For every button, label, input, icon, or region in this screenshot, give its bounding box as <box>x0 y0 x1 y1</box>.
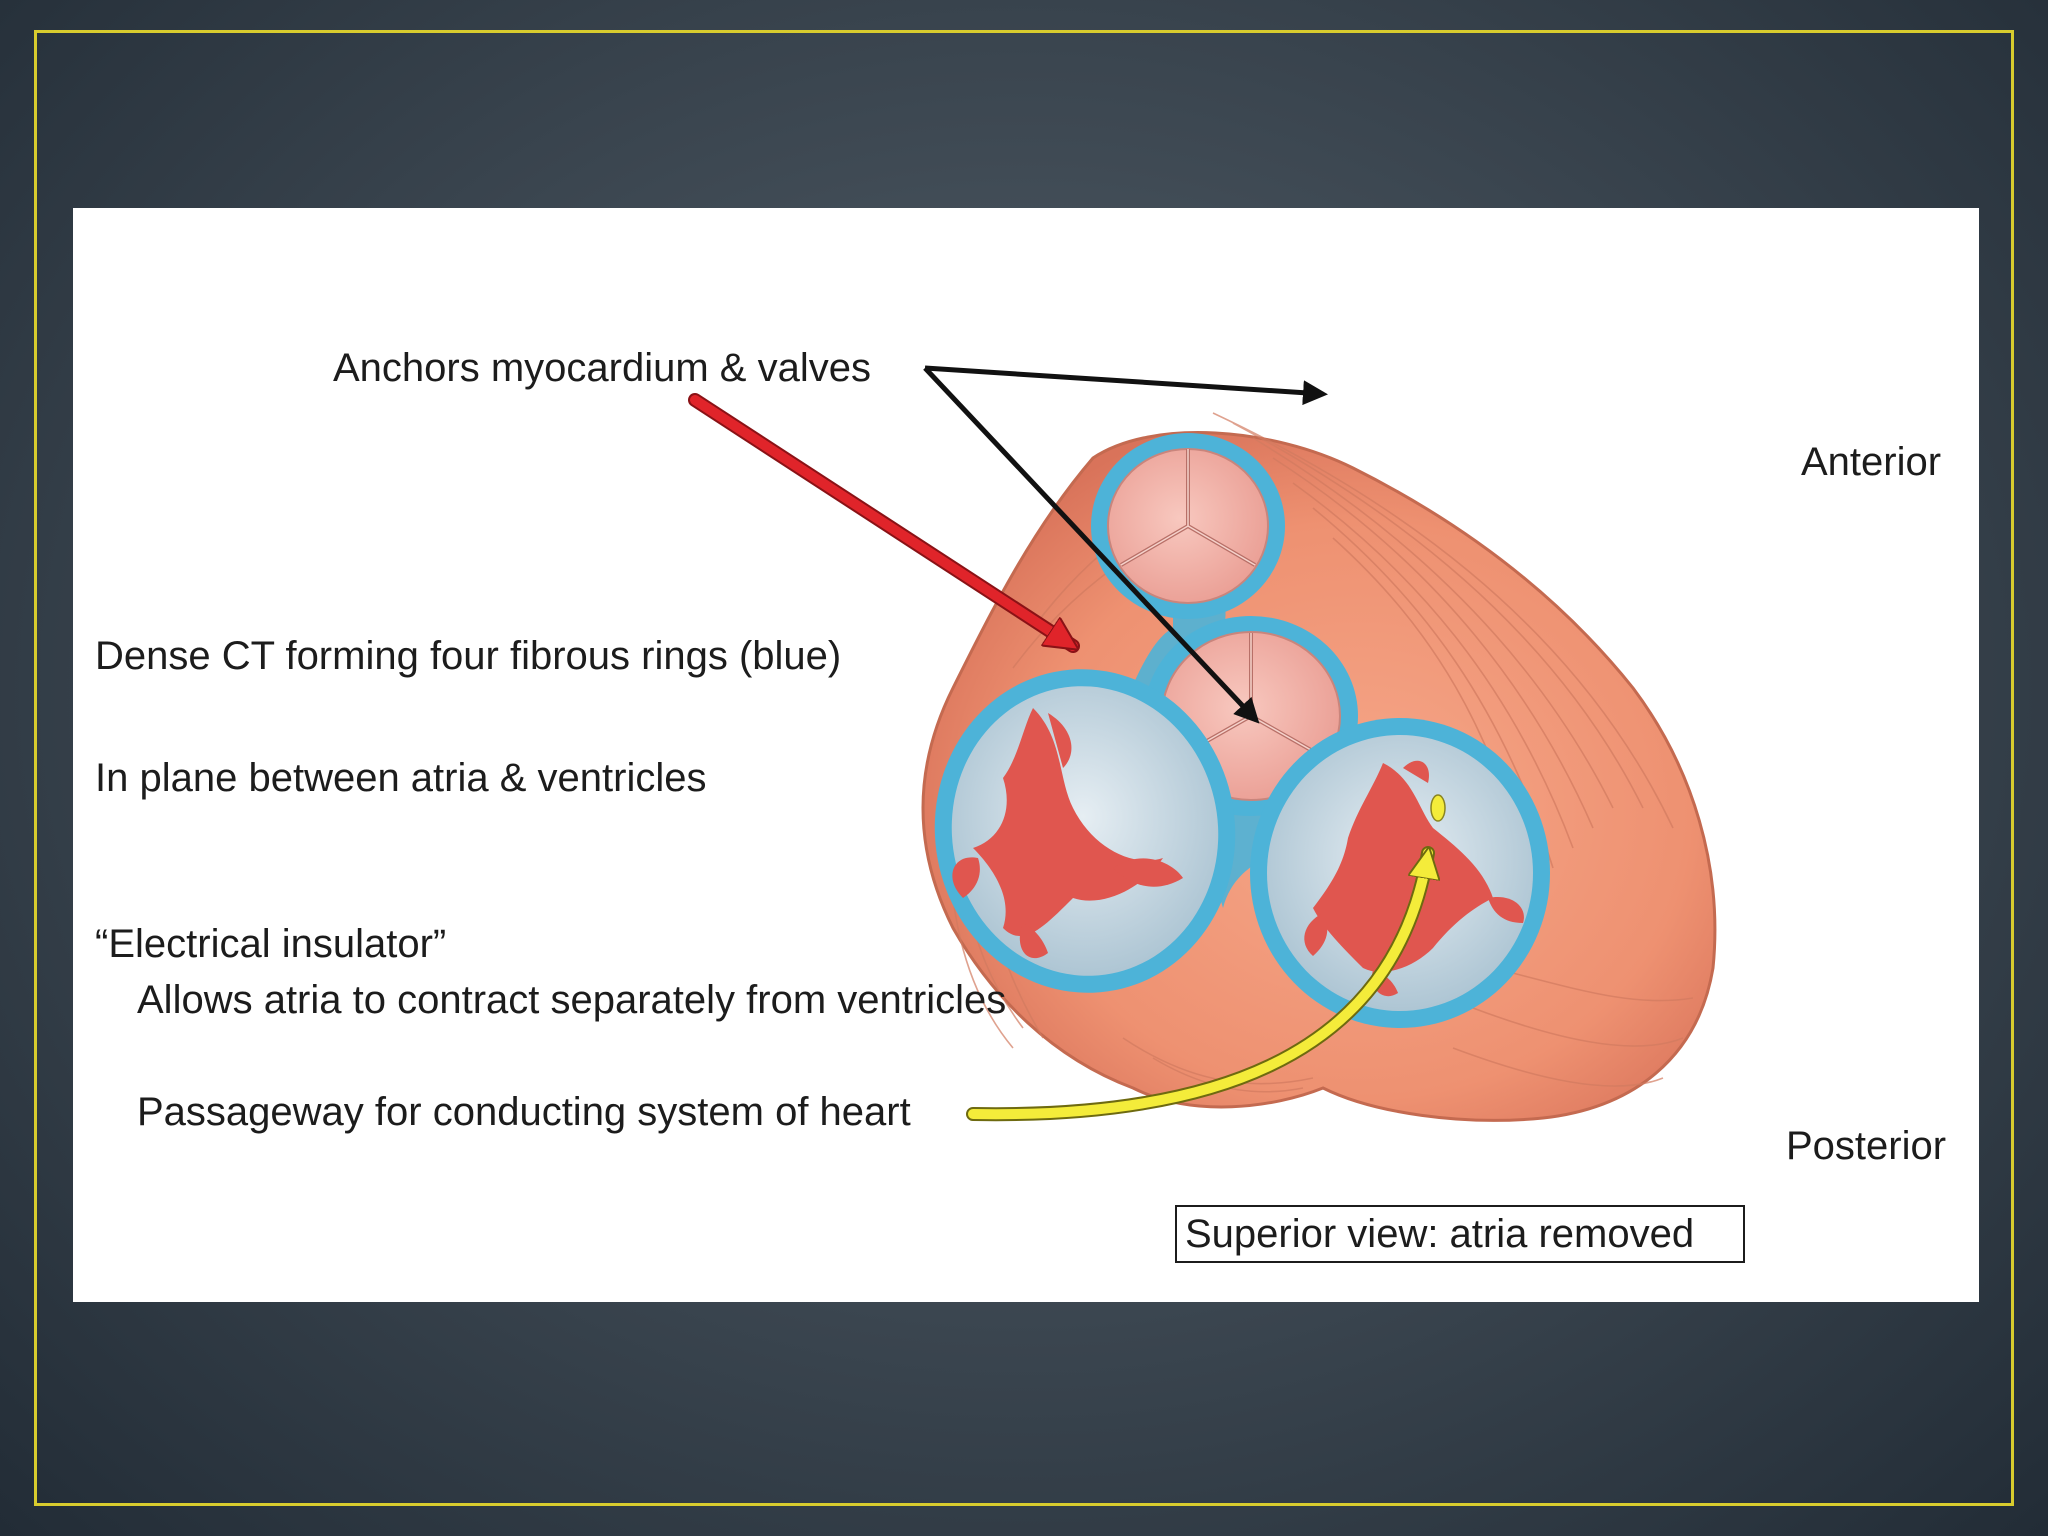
mitral-ring <box>1250 718 1550 1028</box>
diagram-panel: Anchors myocardium & valves Dense CT for… <box>73 208 1979 1302</box>
label-passageway: Passageway for conducting system of hear… <box>137 1090 911 1134</box>
caption-box: Superior view: atria removed <box>1175 1205 1745 1263</box>
slide-frame <box>34 30 2014 1506</box>
black-arrow-tricuspid <box>923 366 1260 724</box>
pulmonary-valve <box>1091 433 1285 619</box>
label-in-plane: In plane between atria & ventricles <box>95 756 707 800</box>
label-dense-ct: Dense CT forming four fibrous rings (blu… <box>95 634 842 678</box>
label-allows: Allows atria to contract separately from… <box>137 978 1007 1022</box>
av-bundle-dot <box>1430 794 1446 822</box>
black-arrow-pulmonary <box>924 365 1328 406</box>
label-posterior: Posterior <box>1786 1124 1947 1168</box>
label-anchors: Anchors myocardium & valves <box>333 346 871 390</box>
label-anterior: Anterior <box>1801 440 1942 484</box>
tricuspid-ring <box>934 669 1236 993</box>
label-insulator: “Electrical insulator” <box>95 922 447 966</box>
tricuspid-leaflets <box>952 708 1183 959</box>
heart-illustration <box>688 365 1717 1122</box>
